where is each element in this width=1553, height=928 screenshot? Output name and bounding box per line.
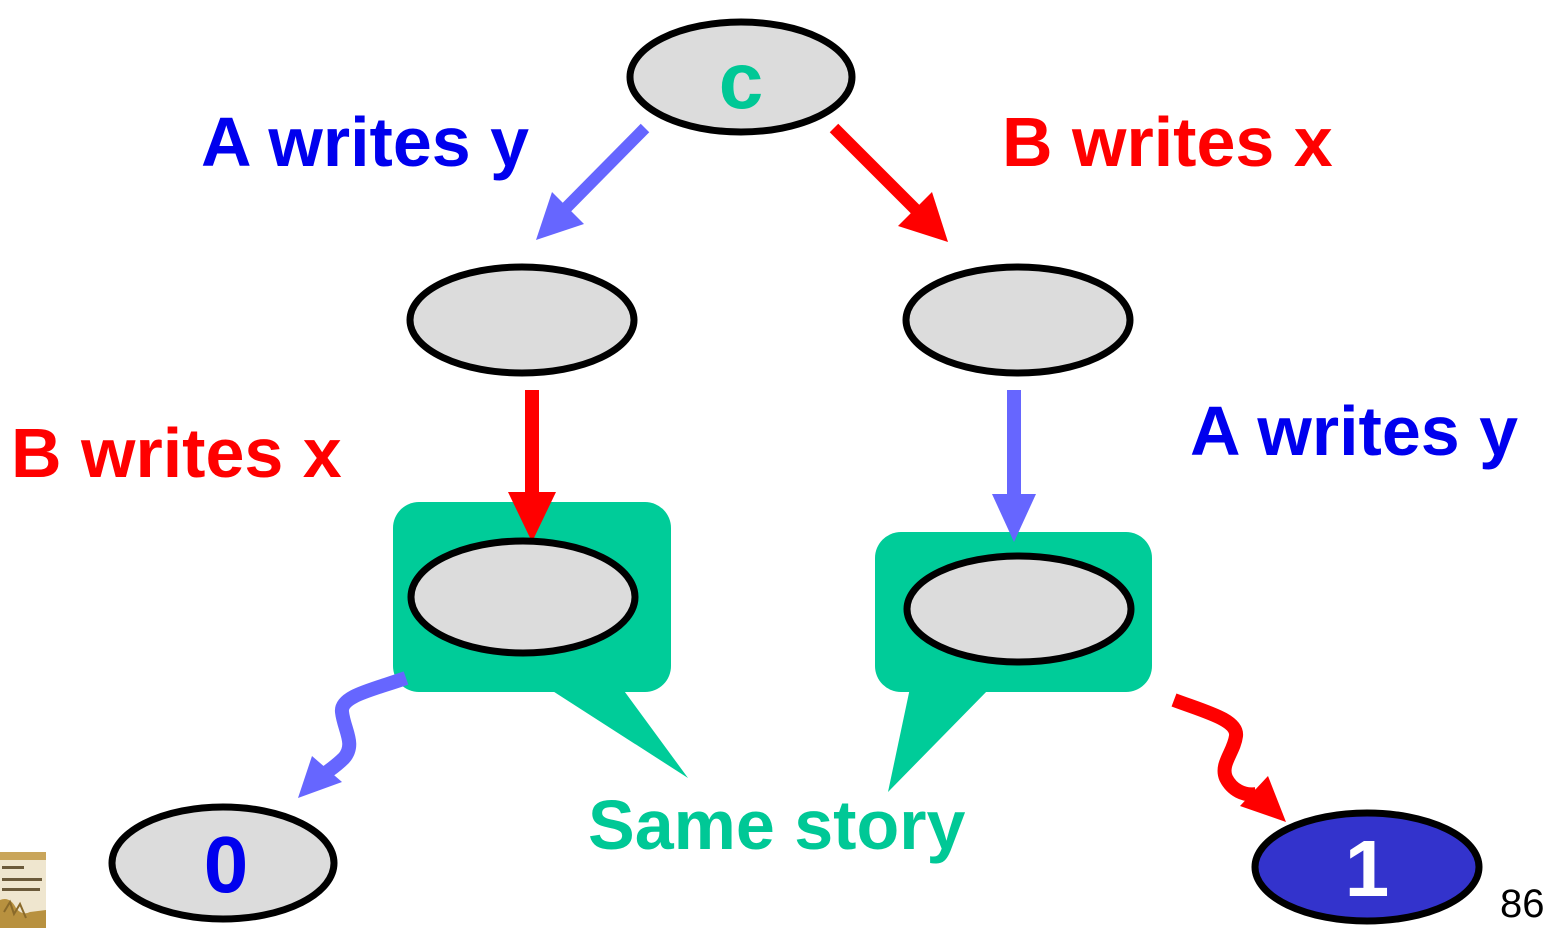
right-leaf-label: 1	[1345, 824, 1390, 913]
label-mid-right-a-writes-y: A writes y	[1190, 392, 1519, 470]
right-leaf-node: 1	[1251, 809, 1483, 925]
arrow-left-down	[508, 390, 556, 542]
label-same-story: Same story	[588, 786, 966, 864]
right-node-level1	[902, 263, 1134, 377]
root-node-label: c	[719, 36, 764, 125]
left-node-level1	[406, 263, 638, 377]
root-node: c	[626, 18, 856, 136]
left-leaf-label: 0	[204, 820, 249, 909]
arrow-root-to-right	[829, 123, 948, 242]
arrow-right-down	[992, 390, 1036, 542]
left-leaf-node: 0	[108, 803, 338, 923]
book-cover-icon	[0, 852, 46, 928]
right-node-level2	[903, 552, 1135, 666]
label-top-right-b-writes-x: B writes x	[1002, 103, 1333, 181]
arrow-root-to-left	[536, 123, 650, 240]
left-node-level2	[407, 537, 639, 657]
wavy-arrow-left	[298, 671, 409, 798]
label-mid-left-b-writes-x: B writes x	[11, 414, 342, 492]
wavy-arrow-right	[1171, 693, 1286, 822]
label-top-left-a-writes-y: A writes y	[201, 103, 530, 181]
page-number: 86	[1500, 882, 1545, 926]
